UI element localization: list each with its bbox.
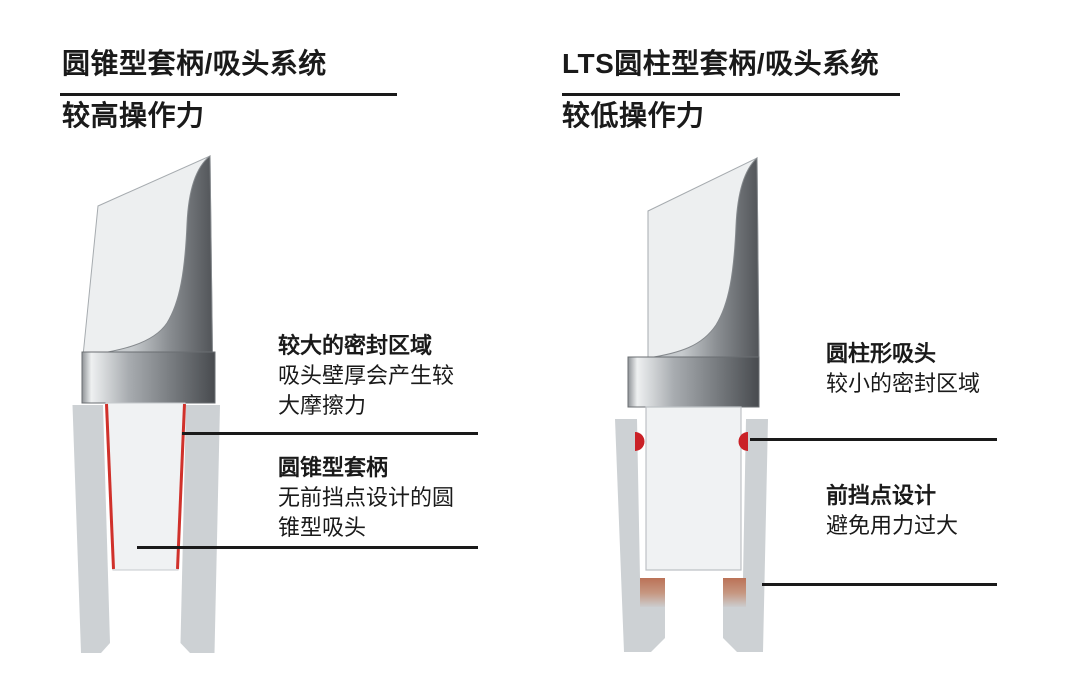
annotation-body: 吸头壁厚会产生较大摩擦力 (278, 363, 455, 418)
pipette-shaft-shading (647, 156, 760, 359)
cylindrical-shank-collar (627, 356, 760, 408)
conical-system-diagram (72, 154, 220, 653)
left-annotation-seal-area: 较大的密封区域 吸头壁厚会产生较大摩擦力 (278, 331, 466, 421)
leader-line-cylindrical-tip (750, 438, 997, 441)
right-panel-subtitle: 较低操作力 (562, 100, 705, 131)
left-annotation-conical-shank: 圆锥型套柄 无前挡点设计的圆锥型吸头 (278, 453, 466, 543)
lts-system-diagram (615, 156, 768, 652)
pipette-shaft-shading (82, 154, 214, 357)
annotation-heading: 圆柱形吸头 (826, 341, 937, 366)
seal-point-right (738, 432, 748, 451)
annotation-body: 避免用力过大 (826, 513, 959, 538)
left-panel-title: 圆锥型套柄/吸头系统 (62, 48, 327, 79)
annotation-body: 较小的密封区域 (826, 371, 981, 396)
leader-line-front-stop (762, 583, 997, 586)
right-annotation-cylindrical-tip: 圆柱形吸头 较小的密封区域 (826, 339, 1014, 399)
seal-line-right (176, 403, 186, 570)
leader-line-seal-area (182, 432, 478, 435)
left-title-underline (60, 93, 397, 96)
right-title-underline (562, 93, 900, 96)
seal-line-left (105, 403, 115, 570)
annotation-heading: 前挡点设计 (826, 483, 937, 508)
seal-point-left (635, 432, 645, 451)
right-panel-title: LTS圆柱型套柄/吸头系统 (562, 48, 880, 79)
left-panel-subtitle: 较高操作力 (62, 100, 205, 131)
front-stop-right (723, 578, 746, 607)
annotation-heading: 圆锥型套柄 (278, 455, 389, 480)
conical-shank-collar (81, 351, 216, 404)
annotation-heading: 较大的密封区域 (278, 333, 433, 358)
annotation-body: 无前挡点设计的圆锥型吸头 (278, 485, 455, 540)
tip-wall-right (180, 405, 220, 653)
tip-wall-left (72, 405, 110, 653)
conical-shank-nose (105, 402, 186, 571)
front-stop-left (640, 578, 665, 607)
leader-line-conical-shank (137, 546, 478, 549)
cylindrical-shank-nose (645, 406, 742, 571)
right-annotation-front-stop: 前挡点设计 避免用力过大 (826, 481, 1014, 541)
